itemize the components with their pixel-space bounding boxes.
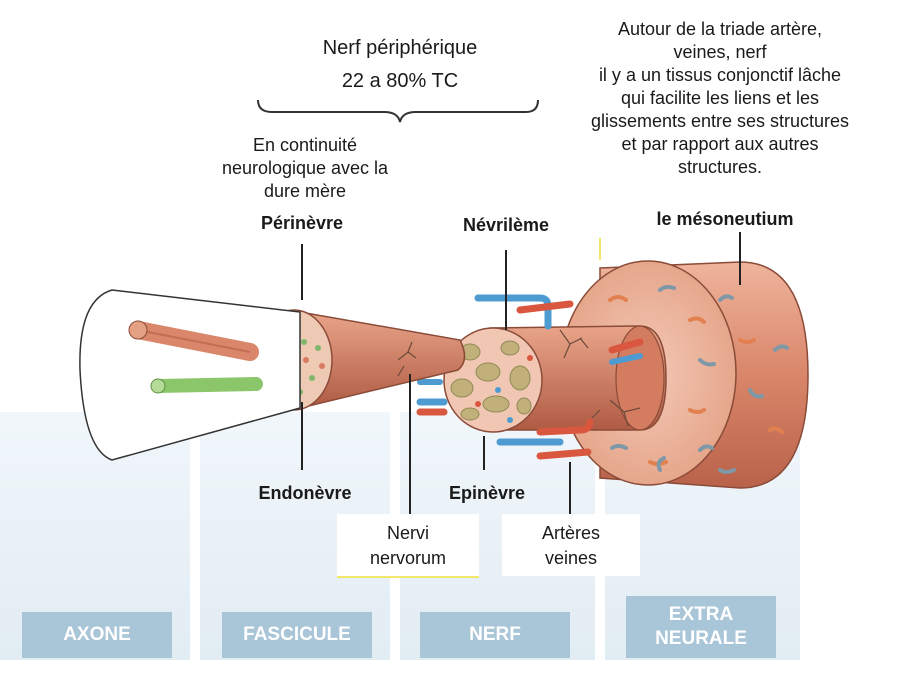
- tab-fascicule: FASCICULE: [222, 612, 372, 658]
- note-line: et par rapport aux autres: [621, 134, 819, 154]
- continuity-note: En continuité neurologique avec la dure …: [200, 134, 410, 203]
- arteres-veines-box: Artères veines: [502, 514, 640, 576]
- label-epinevre: Epinèvre: [448, 483, 526, 503]
- note-line: structures.: [677, 157, 763, 177]
- arteres-line: veines: [544, 548, 598, 568]
- mesoneutium-note: Autour de la triade artère, veines, nerf…: [560, 18, 880, 179]
- axon-cone: [79, 289, 301, 461]
- note-line: glissements entre ses structures: [590, 111, 850, 131]
- continuity-line: En continuité: [252, 135, 358, 155]
- title: Nerf périphérique: [322, 37, 478, 59]
- note-line: il y a un tissus conjonctif lâche: [598, 65, 842, 85]
- tab-extra-neurale: EXTRA NEURALE: [626, 596, 776, 658]
- label-endonevre: Endonèvre: [258, 483, 352, 503]
- note-line: qui facilite les liens et les: [620, 88, 820, 108]
- arteres-line: Artères: [541, 523, 601, 543]
- label-nevrileme: Névrilème: [462, 215, 550, 235]
- label-perinevre: Périnèvre: [260, 213, 344, 233]
- subtitle: 22 a 80% TC: [341, 70, 459, 92]
- continuity-line: dure mère: [263, 181, 347, 201]
- label-mesoneutium: le mésoneutium: [656, 209, 794, 229]
- nervi-line: Nervi: [386, 523, 429, 543]
- note-line: veines, nerf: [673, 42, 767, 62]
- leader-lines: [301, 232, 741, 514]
- note-line: Autour de la triade artère,: [617, 19, 823, 39]
- title-brace: [257, 99, 539, 123]
- vessels: [416, 294, 644, 460]
- tab-nerf: NERF: [420, 612, 570, 658]
- continuity-line: neurologique avec la: [221, 158, 389, 178]
- nervi-nervorum-box: Nervi nervorum: [337, 514, 479, 578]
- nervi-line: nervorum: [369, 548, 447, 568]
- tab-axone: AXONE: [22, 612, 172, 658]
